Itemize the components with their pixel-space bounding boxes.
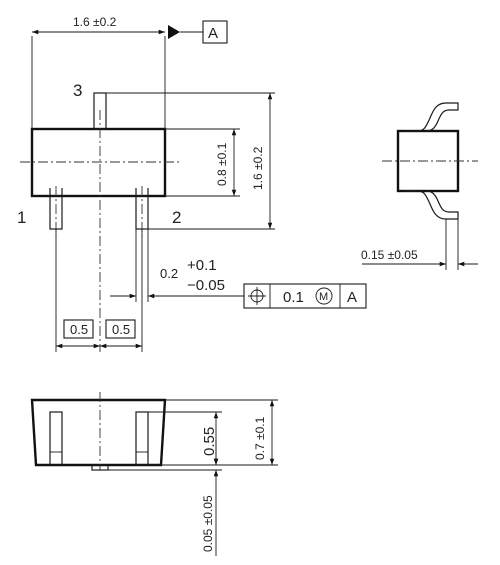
- position-tolerance-frame: 0.1 M A: [243, 283, 367, 309]
- datum-a-label: A: [208, 25, 218, 42]
- pitch-left-label: 0.5: [70, 322, 88, 337]
- position-tolerance-datum: A: [347, 289, 357, 306]
- pitch-right-box: [105, 319, 136, 339]
- datum-triangle-icon: [168, 25, 180, 39]
- position-tolerance-value: 0.1: [283, 289, 304, 306]
- front-lead-1: [49, 411, 63, 466]
- lead-width-label: 0.2: [160, 266, 178, 281]
- width-dimension-label: 1.6 ±0.2: [73, 15, 117, 29]
- pitch-right-label: 0.5: [112, 322, 130, 337]
- standoff-label: 0.05 ±0.05: [201, 495, 215, 552]
- front-lead-2: [135, 411, 149, 466]
- front-body: [30, 398, 167, 467]
- mmc-modifier-label: M: [319, 291, 328, 303]
- position-icon: [248, 287, 266, 305]
- pitch-left-box: [63, 319, 94, 339]
- total-height-side-label: 0.7 ±0.1: [253, 416, 267, 460]
- body-height-label: 0.55: [201, 427, 218, 456]
- pin-3-label: 3: [73, 81, 82, 100]
- front-view: 0.55 0.7 ±0.1 0.05 ±0.05: [30, 392, 278, 556]
- mmc-modifier-icon: [315, 287, 333, 305]
- pin-2-label: 2: [172, 208, 181, 227]
- front-standoff-pad: [91, 464, 109, 471]
- side-view: 0.15 ±0.05: [361, 102, 478, 270]
- pin-1-label: 1: [17, 208, 26, 227]
- body-width-dimension-label: 0.8 ±0.1: [215, 142, 229, 186]
- total-height-dimension-label: 1.6 ±0.2: [251, 146, 265, 190]
- side-lead-lower: [405, 190, 459, 220]
- top-view: 3 1 2 1.6 ±0.2 A 0.8 ±0.1 1.6 ±0.2 0.2 +…: [17, 15, 367, 352]
- package-body: [30, 127, 167, 198]
- lead-width-tol-minus: −0.05: [187, 277, 225, 294]
- datum-a-box: [202, 20, 228, 44]
- lead-thickness-label: 0.15 ±0.05: [361, 248, 418, 262]
- lead-width-tol-plus: +0.1: [187, 257, 217, 274]
- side-lead-upper: [405, 102, 459, 132]
